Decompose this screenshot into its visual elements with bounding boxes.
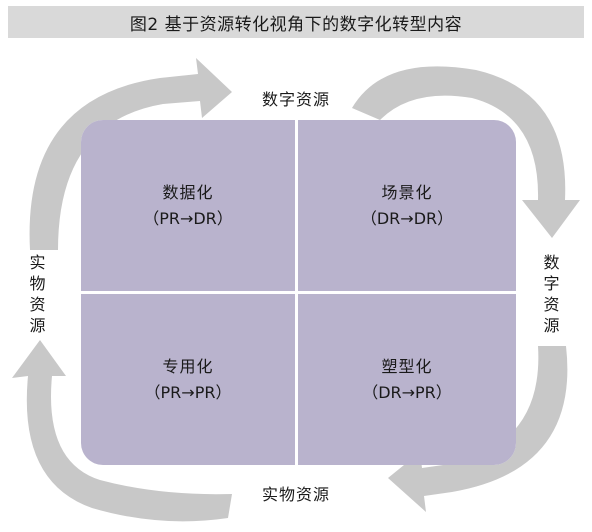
quadrant-name: 塑型化 (381, 356, 433, 376)
label-left: 实物资源 (29, 253, 47, 335)
quadrant-bottom-left: 专用化 （PR→PR） (81, 294, 295, 465)
label-top: 数字资源 (261, 90, 330, 109)
arrow-top-right (352, 66, 580, 238)
label-right: 数字资源 (543, 253, 561, 335)
quadrant-name: 数据化 (162, 182, 214, 202)
figure-title: 图2 基于资源转化视角下的数字化转型内容 (8, 6, 584, 38)
quadrant-formula: （DR→DR） (360, 208, 454, 228)
arrow-top-left (29, 58, 232, 250)
label-bottom: 实物资源 (261, 485, 330, 504)
quadrant-top-left: 数据化 （PR→DR） (81, 120, 295, 291)
quadrant-formula: （PR→PR） (144, 382, 232, 402)
quadrant-name: 场景化 (381, 182, 433, 202)
quadrant-name: 专用化 (162, 356, 214, 376)
quadrant-top-right: 场景化 （DR→DR） (298, 120, 516, 291)
quadrant-bottom-right: 塑型化 （DR→PR） (298, 294, 516, 465)
quadrant-formula: （DR→PR） (362, 382, 452, 402)
arrow-bottom-left (12, 340, 232, 522)
quadrant-matrix: 数据化 （PR→DR） 场景化 （DR→DR） 专用化 （PR→PR） 塑型化 … (81, 120, 516, 465)
arrow-bottom-right (388, 346, 568, 512)
quadrant-formula: （PR→DR） (143, 208, 233, 228)
